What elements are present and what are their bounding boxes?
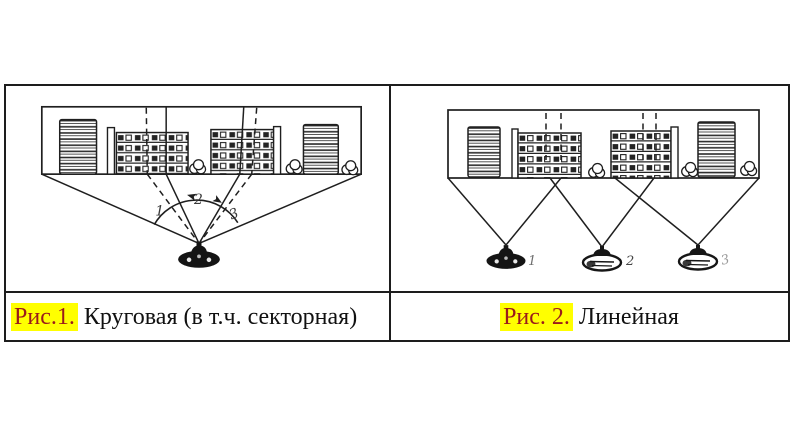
building-icon bbox=[611, 131, 671, 178]
station-label: 2 bbox=[625, 254, 634, 269]
buildings-strip bbox=[40, 105, 363, 176]
ray-fan bbox=[41, 173, 362, 245]
camera-icon bbox=[178, 242, 220, 268]
tower-icon bbox=[303, 124, 339, 175]
camera-icon bbox=[486, 245, 526, 269]
end-wall bbox=[272, 125, 282, 175]
end-wall bbox=[670, 126, 679, 179]
camera-icon bbox=[581, 244, 623, 272]
station-label: 3 bbox=[719, 252, 731, 269]
figure2-caption-text: Линейная bbox=[572, 303, 679, 330]
figure1-caption: Рис.1. Круговая (в т.ч. секторная) bbox=[6, 293, 391, 340]
station-label: 1 bbox=[528, 254, 536, 269]
figure2-drawing: 1 2 3 bbox=[447, 109, 760, 272]
figure1-caption-text: Круговая (в т.ч. секторная) bbox=[77, 303, 358, 330]
buildings-strip bbox=[447, 109, 760, 179]
tower-icon bbox=[468, 127, 500, 177]
sector-label: 1 bbox=[155, 204, 164, 220]
figure1-panel: 1 2 3 bbox=[6, 86, 391, 293]
sight-lines bbox=[145, 106, 258, 175]
building-icon bbox=[116, 132, 189, 175]
figure2-caption: Рис. 2. Линейная bbox=[391, 293, 788, 340]
figure-table: 1 2 3 bbox=[4, 84, 790, 342]
tower-icon bbox=[698, 122, 735, 177]
end-wall bbox=[106, 126, 116, 175]
sector-arc bbox=[153, 191, 239, 226]
sector-label: 2 bbox=[193, 192, 203, 208]
camera-icon bbox=[677, 243, 719, 271]
figure2-caption-number: Рис. 2. bbox=[500, 302, 573, 331]
figure1-drawing: 1 2 3 bbox=[40, 105, 363, 268]
sector-label: 3 bbox=[227, 205, 241, 223]
ray-fan bbox=[447, 177, 760, 248]
tower-icon bbox=[59, 119, 97, 175]
sight-lines bbox=[545, 113, 657, 160]
end-wall bbox=[511, 128, 519, 179]
building-icon bbox=[518, 133, 581, 178]
figure1-caption-number: Рис.1. bbox=[11, 302, 78, 331]
figure2-panel: 1 2 3 bbox=[391, 86, 788, 293]
